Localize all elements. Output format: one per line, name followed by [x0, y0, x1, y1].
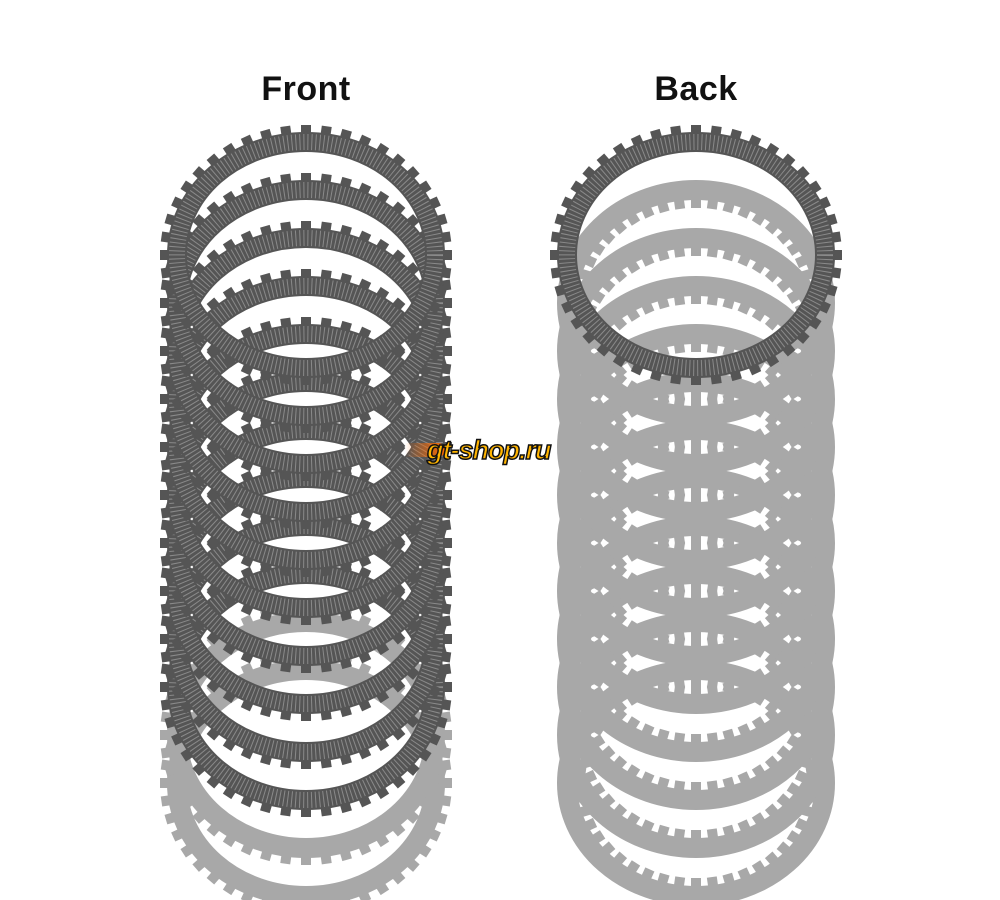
- front-title: Front: [261, 70, 351, 108]
- watermark-swoosh-icon: [405, 443, 445, 457]
- watermark-logo: gt-shop.ru: [405, 434, 595, 467]
- friction-plate: [160, 125, 452, 385]
- back-title: Back: [654, 70, 738, 108]
- friction-plate: [550, 125, 842, 385]
- watermark-text: gt-shop.ru: [426, 434, 552, 466]
